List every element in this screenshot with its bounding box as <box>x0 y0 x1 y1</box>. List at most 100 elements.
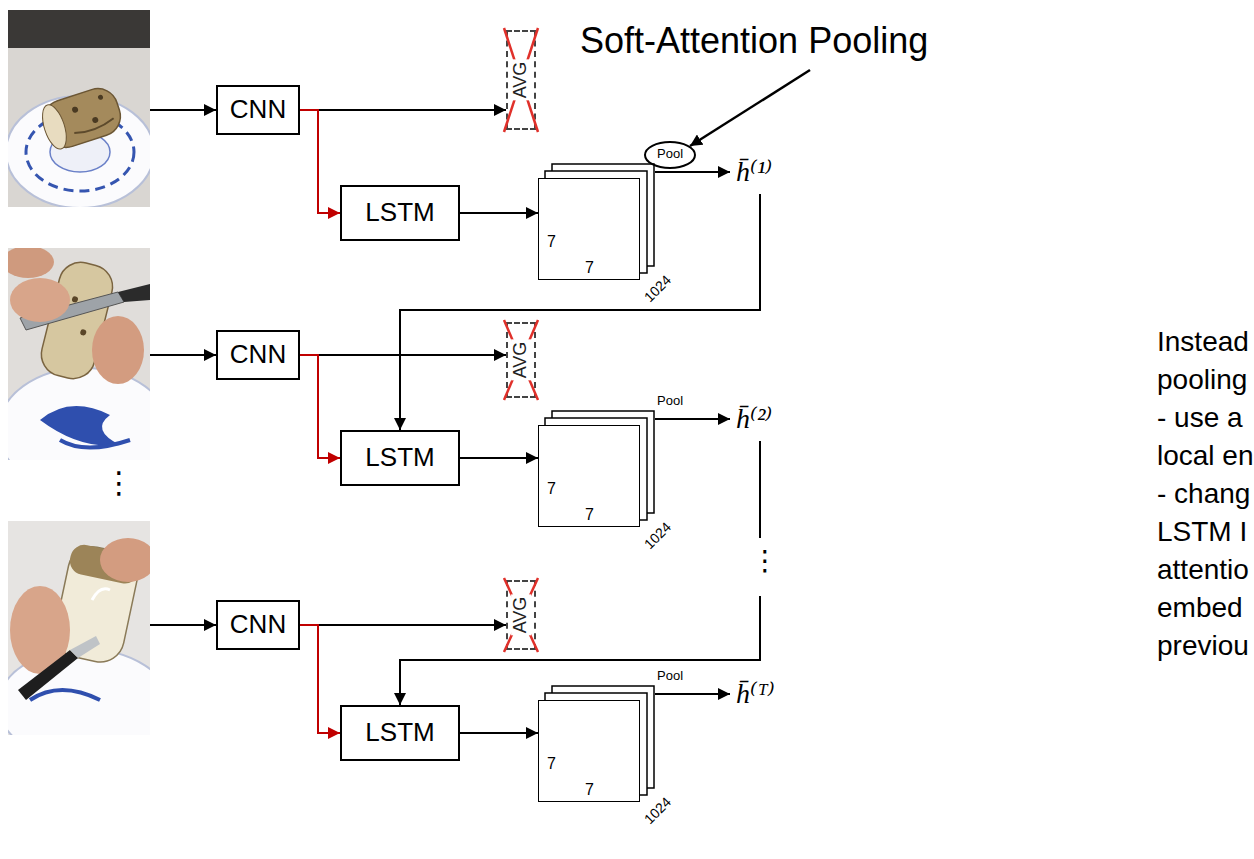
channel-count: 1024 <box>642 273 675 306</box>
strike-line <box>504 578 538 652</box>
note-text-holder: LSTM I <box>1157 516 1247 548</box>
hidden-state-label: h̄⁽ᵀ⁾ <box>736 678 775 709</box>
input-arrow-part <box>150 109 216 111</box>
data-flow-arrow <box>460 732 538 734</box>
hidden-state-label: h̄⁽²⁾ <box>736 403 772 434</box>
feature-flow-arrow <box>300 355 340 458</box>
strike-line <box>504 28 538 132</box>
cnn-box: CNN <box>216 600 300 650</box>
note-text-holder: pooling <box>1157 364 1247 396</box>
note-text-holder: previou <box>1157 630 1249 662</box>
video-frame-part-part <box>80 329 87 336</box>
callout-title: Soft-Attention Pooling <box>580 20 928 61</box>
data-flow-arrow <box>300 624 506 626</box>
channel-count: 1024 <box>642 795 675 828</box>
video-frame-part <box>70 636 100 658</box>
hidden-state-label-holder: h̄⁽ᵀ⁾ <box>736 677 775 711</box>
video-frame-part <box>8 10 150 48</box>
input-arrow-part <box>150 624 216 626</box>
pool-label: Pool <box>657 668 683 683</box>
ellipsis-holder: ⋮ <box>751 545 779 577</box>
video-frame-part-part <box>97 94 103 100</box>
video-frame-part <box>30 690 100 700</box>
video-frame-part-part <box>38 102 71 152</box>
note-text: Instead <box>1157 326 1249 357</box>
hidden-state-label-holder: h̄⁽¹⁾ <box>736 155 772 189</box>
note-text-holder: attentio <box>1157 554 1249 586</box>
recurrent-link-part <box>759 441 761 538</box>
box-label: LSTM <box>365 718 434 748</box>
lstm-box: LSTM <box>340 430 460 486</box>
video-frame <box>8 10 150 207</box>
video-frame-part-part <box>74 118 115 135</box>
video-frame-part <box>8 368 150 460</box>
video-frame-part <box>10 278 70 322</box>
pool-arrow-part <box>655 171 730 173</box>
ellipsis: ⋮ <box>751 545 779 576</box>
pool-label-holder: Pool <box>657 147 683 162</box>
box-label: CNN <box>230 95 286 125</box>
note-text: LSTM I <box>1157 516 1247 547</box>
data-flow-arrow <box>460 457 538 459</box>
video-frame-part <box>118 284 150 302</box>
strike-line <box>504 578 538 652</box>
feature-map-stack: 771024 <box>538 178 640 280</box>
pooling-box-disabled: AVG <box>506 322 536 398</box>
video-frame-part <box>8 248 54 278</box>
pool-label: Pool <box>657 146 683 161</box>
note-text-holder: - use a <box>1157 402 1243 434</box>
note-text-holder: local en <box>1157 440 1254 472</box>
feature-flow-arrow <box>300 625 340 733</box>
hidden-state-label: h̄⁽¹⁾ <box>736 156 772 187</box>
video-frame-part-part <box>38 83 125 152</box>
box-label: CNN <box>230 610 286 640</box>
dimension-label: 7 <box>585 506 594 524</box>
pooling-label: AVG <box>511 595 531 636</box>
note-text: local en <box>1157 440 1254 471</box>
note-text: attentio <box>1157 554 1249 585</box>
pool-arrow-part <box>655 418 730 420</box>
box-label: CNN <box>230 340 286 370</box>
dimension-label: 7 <box>585 781 594 799</box>
pool-label: Pool <box>657 393 683 408</box>
cnn-box: CNN <box>216 330 300 380</box>
feature-flow-arrow <box>300 110 340 213</box>
video-frame <box>8 521 150 735</box>
video-frame-part-part <box>71 106 79 114</box>
video-frame <box>8 248 150 460</box>
channel-count: 1024 <box>642 520 675 553</box>
pool-arrow-part <box>655 693 730 695</box>
video-frame-part <box>100 538 150 582</box>
note-text: previou <box>1157 630 1249 661</box>
note-text: embed <box>1157 592 1243 623</box>
lstm-box: LSTM <box>340 705 460 761</box>
strike-line <box>504 320 538 400</box>
box-label: LSTM <box>365 443 434 473</box>
video-frame-part-part <box>91 116 99 124</box>
strike-line <box>504 320 538 400</box>
pooling-label: AVG <box>511 60 531 101</box>
video-frame-part <box>18 650 78 700</box>
note-text: - use a <box>1157 402 1243 433</box>
pool-label-holder: Pool <box>657 394 683 409</box>
note-text: pooling <box>1157 364 1247 395</box>
video-frame-part <box>92 589 110 600</box>
data-flow-arrow <box>300 354 506 356</box>
video-frame-part-part <box>71 296 78 303</box>
pooling-box-disabled: AVG <box>506 30 536 130</box>
video-frame-part <box>37 83 125 152</box>
data-flow-arrow <box>460 212 538 214</box>
highlight-circle <box>645 142 695 168</box>
input-arrow <box>150 110 216 625</box>
input-arrow-part <box>150 354 216 356</box>
feature-map-stack: 771024 <box>538 425 640 527</box>
note-text-holder: Instead <box>1157 326 1249 358</box>
ellipsis-holder: ⋮ <box>104 466 134 501</box>
video-frame-part <box>60 440 130 448</box>
video-frame-part <box>92 316 144 384</box>
note-text: - chang <box>1157 478 1250 509</box>
hidden-state-label-holder: h̄⁽²⁾ <box>736 402 772 436</box>
lstm-box: LSTM <box>340 185 460 241</box>
pool-arrow <box>655 172 730 694</box>
